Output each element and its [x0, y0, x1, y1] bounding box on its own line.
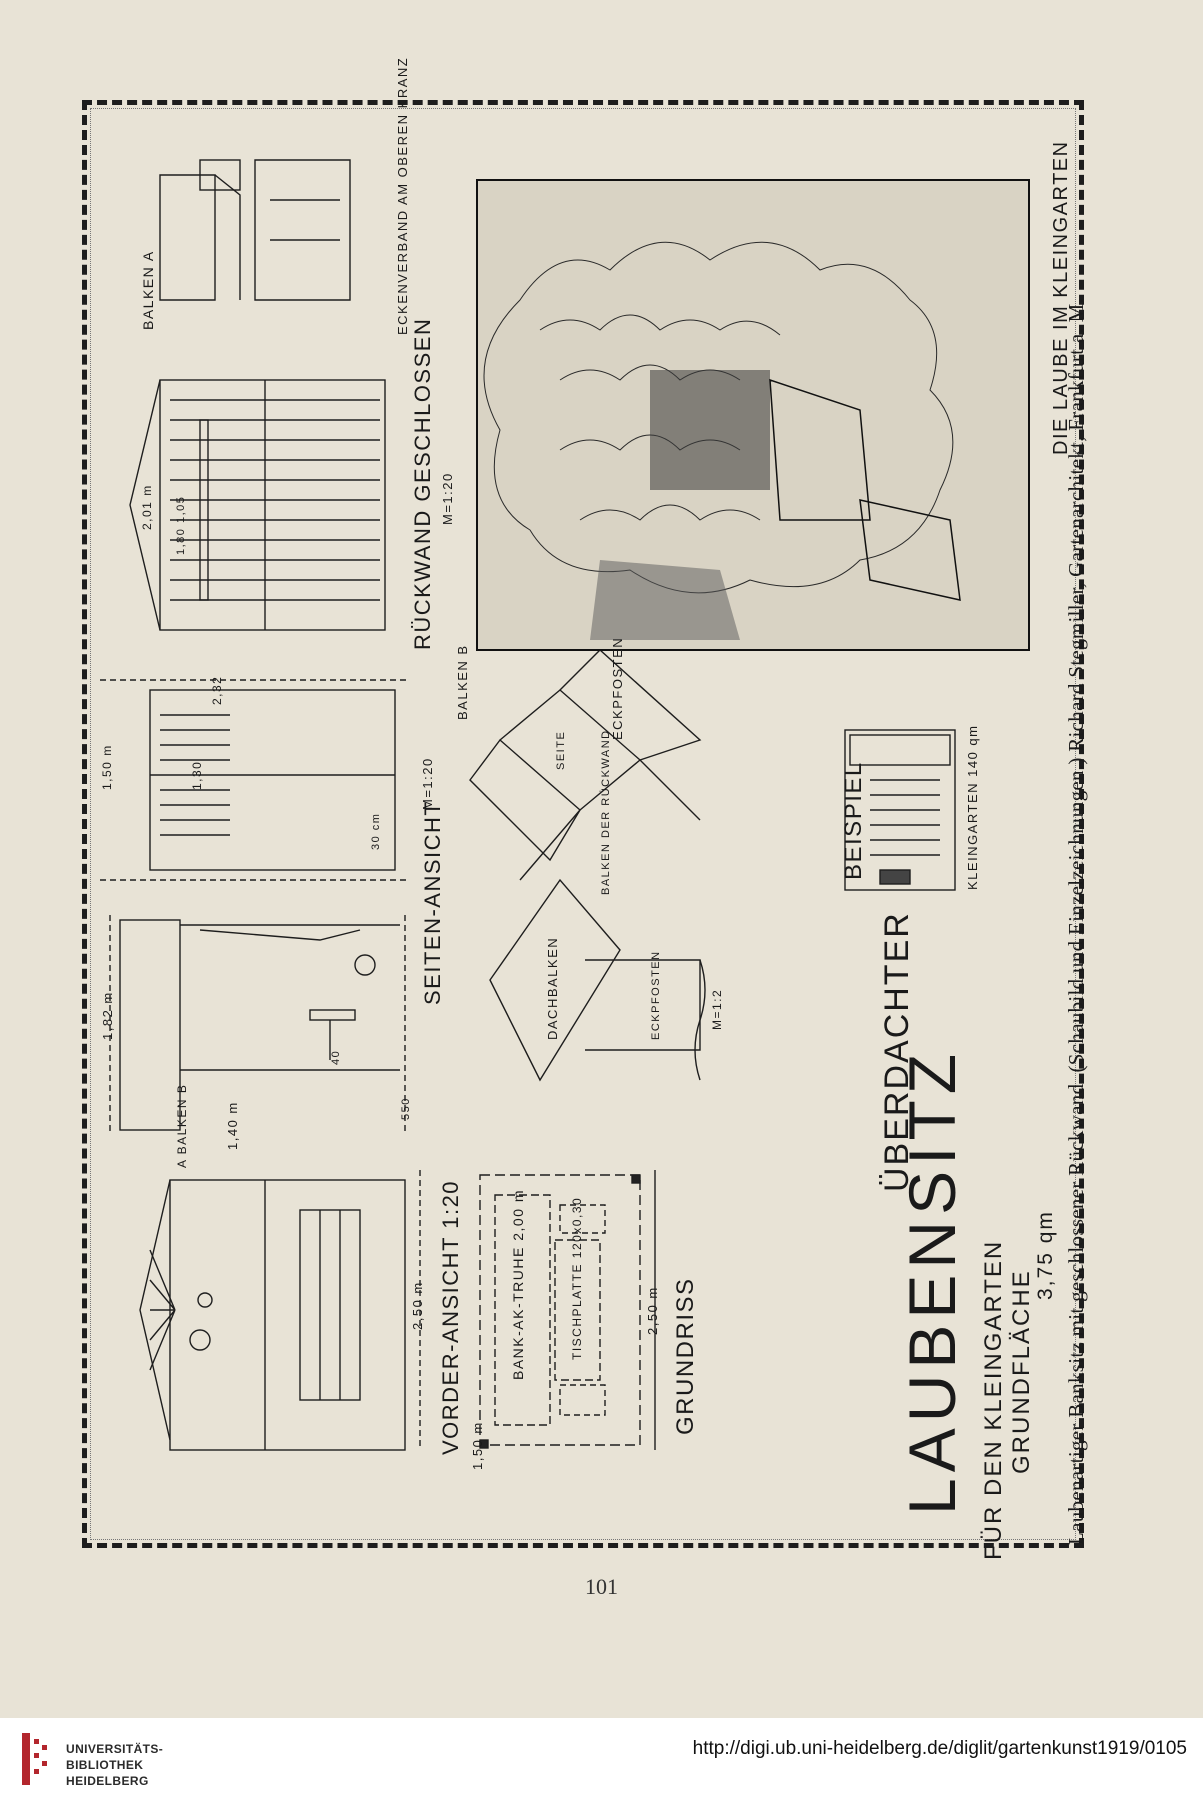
- side-height-label: 1,82 m: [100, 991, 115, 1040]
- section-scale-label: M=1:20: [420, 757, 435, 810]
- rear-wall-label: RÜCKWAND GESCHLOSSEN: [410, 317, 435, 650]
- subtitle: FÜR DEN KLEINGARTEN: [980, 1239, 1007, 1560]
- beam-b-label: BALKEN B: [455, 644, 470, 720]
- example-label: BEISPIEL: [840, 761, 867, 880]
- roof-beam-label: DACHBALKEN: [545, 936, 560, 1040]
- title-big: LAUBENSITZ: [895, 1047, 969, 1515]
- area-value: 3,75 qm: [1034, 1210, 1057, 1300]
- side-depth-label: 1,40 m: [225, 1101, 240, 1150]
- example-garden-plan: [844, 729, 956, 891]
- floor-plan-bench: BANK-AK-TRUHE 2,00 m: [510, 1188, 526, 1380]
- front-beam-label: A BALKEN B: [175, 1083, 189, 1168]
- rear-wall-scale: M=1:20: [440, 472, 455, 525]
- rear-wall-drawing: [129, 379, 386, 631]
- side-elevation-label: SEITEN-ANSICHT: [420, 800, 445, 1005]
- corner-joint-drawing: [159, 159, 351, 301]
- side-label: SEITE: [555, 730, 567, 770]
- section-30-label: 30 cm: [370, 812, 382, 850]
- library-logo-icon: [22, 1733, 47, 1785]
- rear-beam-label: BALKEN DER RÜCKWAND: [600, 729, 612, 895]
- rear-wall-dims: 1,80 1,05: [175, 495, 187, 555]
- page-number: 101: [585, 1574, 618, 1599]
- footer-bar: [0, 1718, 1203, 1805]
- section-150-label: 1,50 m: [100, 744, 114, 790]
- section-drawing: [100, 679, 410, 881]
- corner-post-label-2: ECKPFOSTEN: [650, 950, 662, 1040]
- source-url-link[interactable]: http://digi.ub.uni-heidelberg.de/diglit/…: [692, 1738, 1187, 1759]
- section-130-label: 1,30: [190, 760, 204, 790]
- plate-inner-border: [90, 108, 1076, 1540]
- front-width-label: 2,50 m: [410, 1281, 425, 1330]
- perspective-sketch: [476, 179, 1030, 651]
- plate-caption: Laubenartiger Banksitz mit geschlossener…: [1064, 297, 1088, 1545]
- front-elevation-drawing: [139, 1170, 421, 1451]
- side-40-label: 40: [330, 1049, 342, 1065]
- corner-post-label: ECKPFOSTEN: [610, 636, 625, 740]
- rear-wall-width: 2,01 m: [140, 484, 154, 530]
- side-elevation-drawing: [109, 915, 406, 1135]
- joint-isometric-drawing: [469, 649, 706, 1082]
- side-550-label: 550: [400, 1097, 412, 1120]
- corner-joint-label: ECKENVERBAND AM OBEREN KRANZ: [395, 56, 410, 335]
- floor-plan-label: GRUNDRISS: [672, 1277, 699, 1435]
- section-232-label: 2,32: [210, 675, 224, 705]
- floor-plan-width: 2,50 m: [645, 1286, 660, 1335]
- photo-caption: DIE LAUBE IM KLEINGARTEN: [1050, 140, 1072, 455]
- area-label: GRUNDFLÄCHE: [1008, 1269, 1035, 1474]
- scale-1-2-label: M=1:2: [710, 988, 724, 1030]
- floor-plan-drawing: [479, 1170, 656, 1450]
- front-elevation-label: VORDER-ANSICHT 1:20: [438, 1179, 463, 1455]
- logo-line-2: BIBLIOTHEK: [66, 1758, 144, 1772]
- logo-line-1: UNIVERSITÄTS-: [66, 1742, 164, 1756]
- logo-line-3: HEIDELBERG: [66, 1774, 149, 1788]
- plate-border: [82, 100, 1084, 1548]
- garden-size-label: KLEINGARTEN 140 qm: [965, 724, 980, 890]
- floor-plan-table: TISCHPLATTE 120x0,30: [570, 1196, 584, 1360]
- architectural-drawings: [100, 159, 1030, 1451]
- beam-a-label: BALKEN A: [140, 250, 156, 330]
- floor-plan-depth: 1,50 m: [470, 1421, 485, 1470]
